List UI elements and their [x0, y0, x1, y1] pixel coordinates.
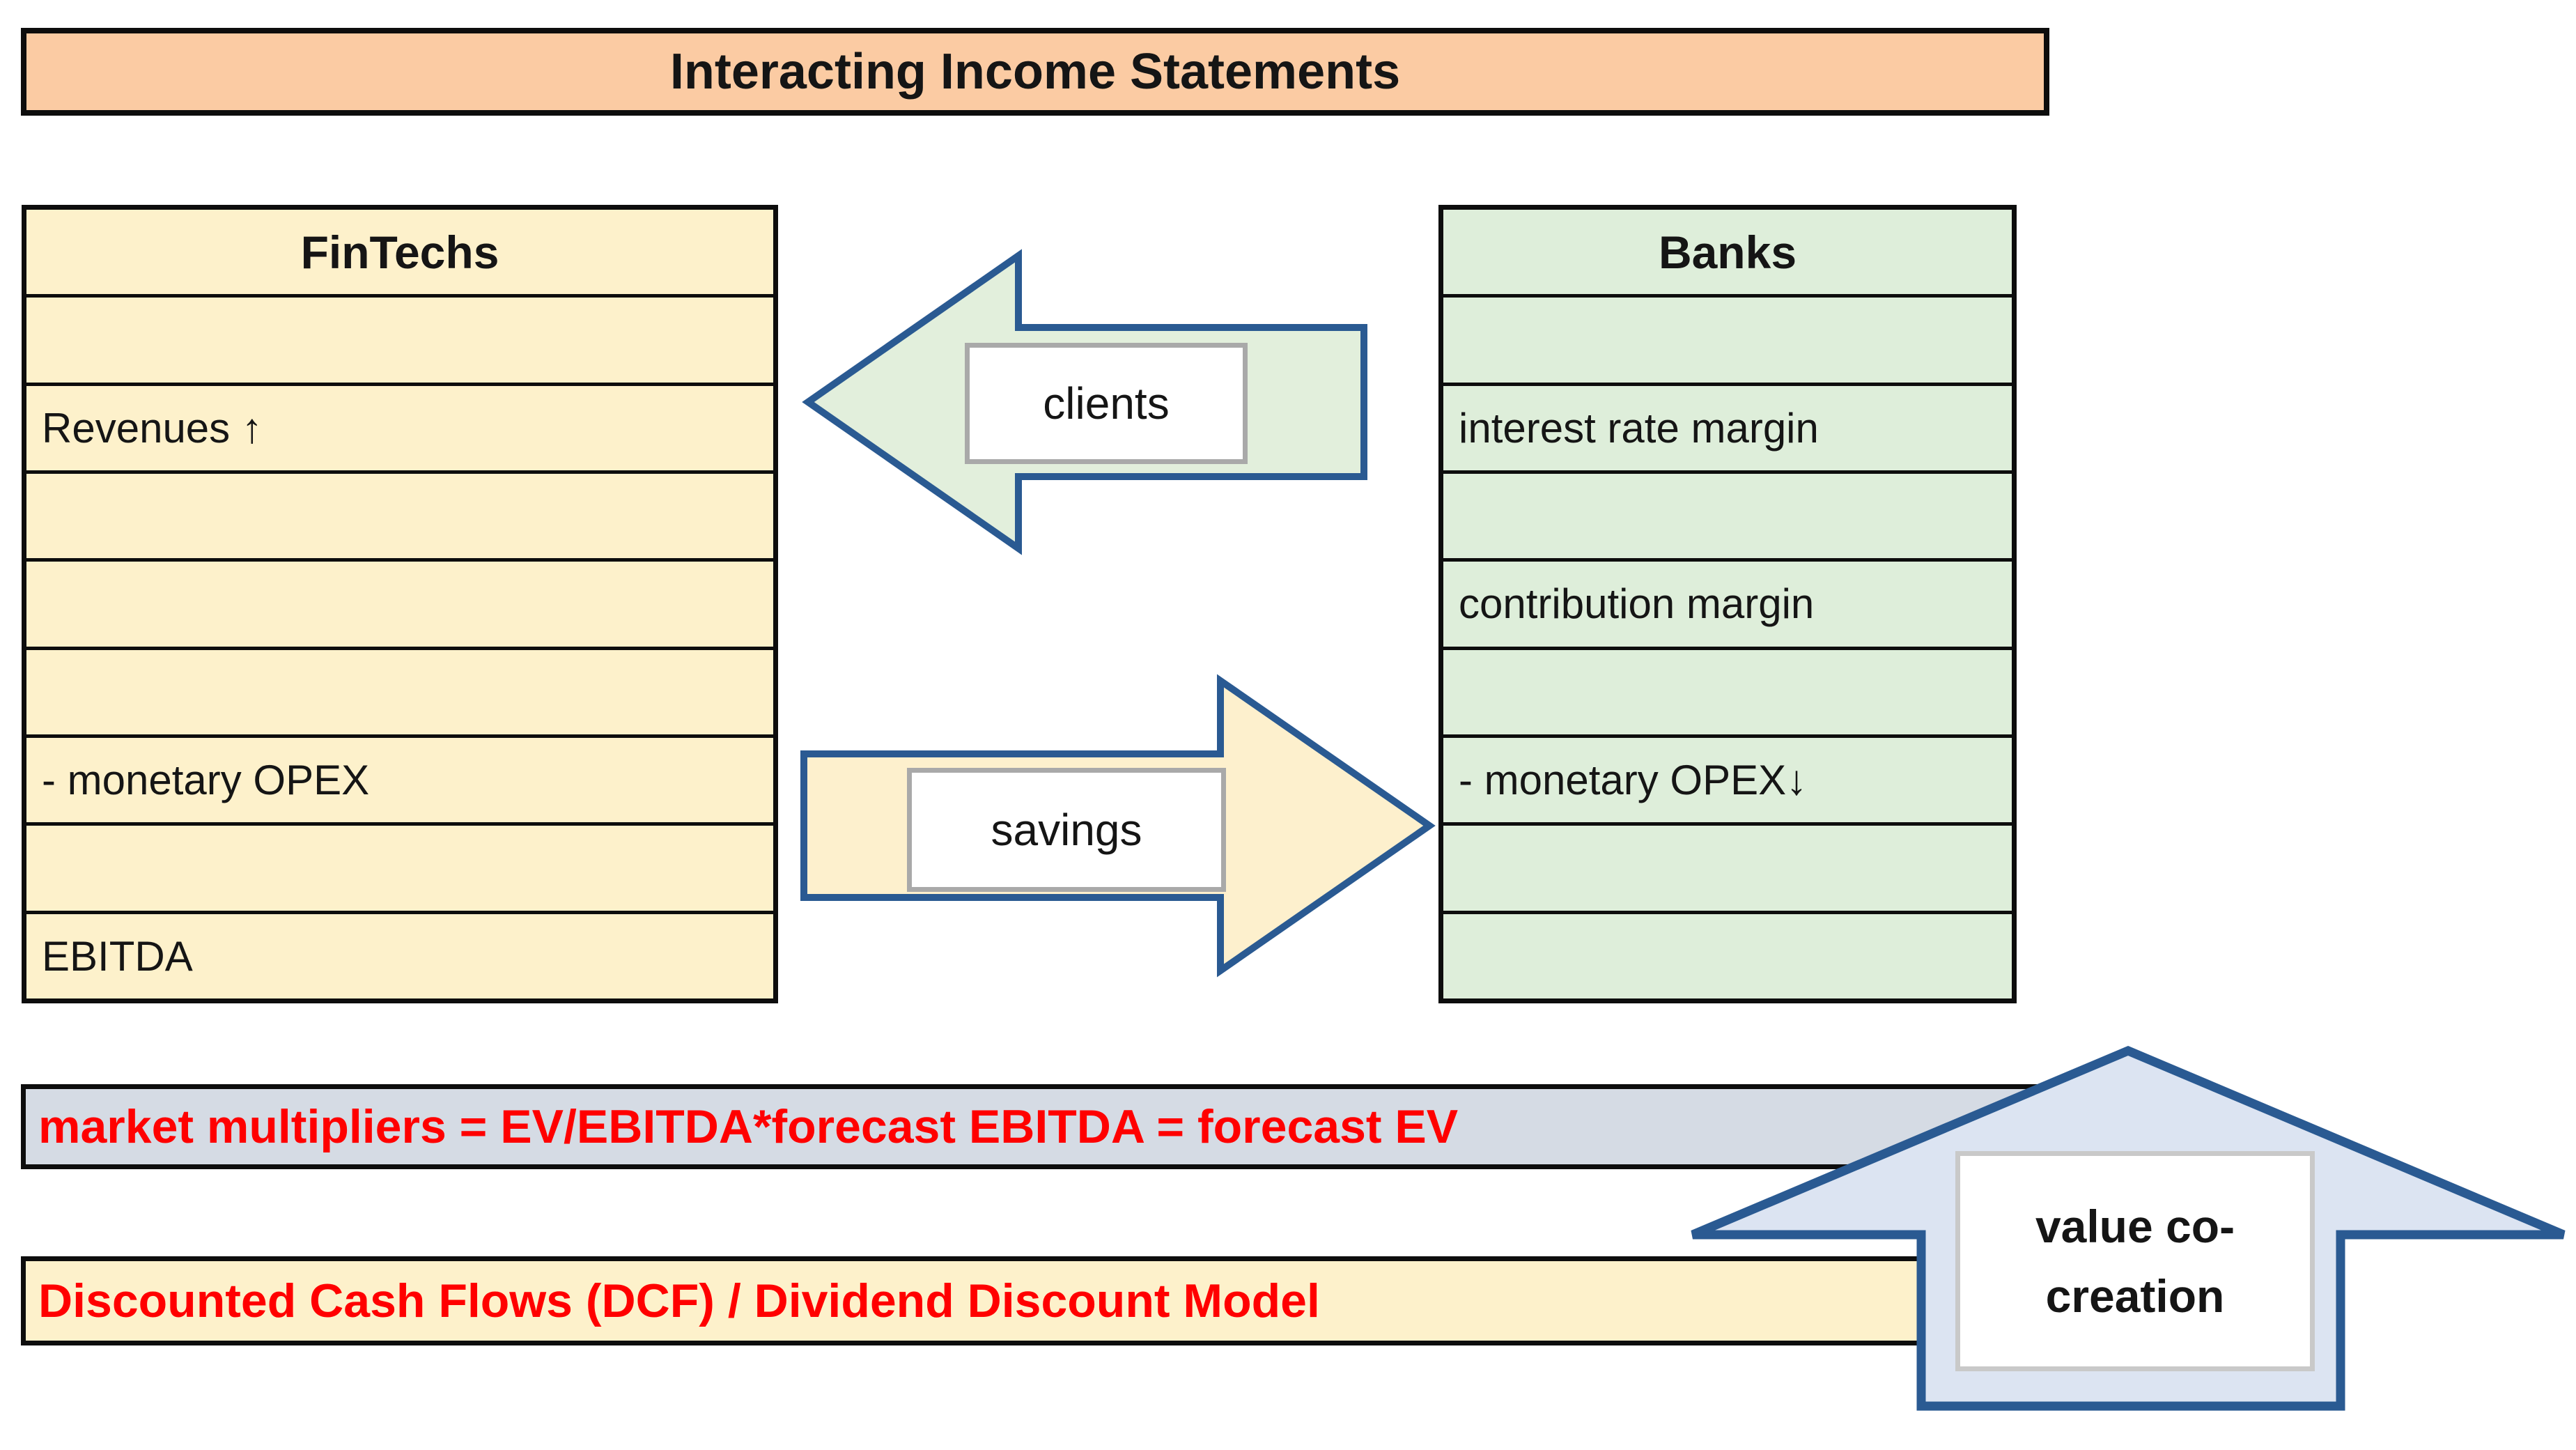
table-row — [1443, 298, 2012, 386]
fintechs-row-opex: - monetary OPEX — [26, 738, 773, 826]
value-cocreation-line1: value co- — [2035, 1201, 2235, 1252]
fintechs-row-revenues: Revenues ↑ — [26, 386, 773, 474]
banks-row-opex: - monetary OPEX↓ — [1443, 738, 2012, 826]
market-multipliers-text: market multipliers = EV/EBITDA*forecast … — [38, 1100, 1459, 1153]
dcf-text: Discounted Cash Flows (DCF) / Dividend D… — [38, 1274, 1320, 1327]
table-row — [26, 298, 773, 386]
savings-label-text: savings — [991, 805, 1142, 855]
table-row — [26, 650, 773, 738]
page-title: Interacting Income Statements — [669, 44, 1401, 100]
fintechs-table: FinTechs Revenues ↑ - monetary OPEX EBIT… — [22, 205, 778, 1003]
market-multipliers-bar: market multipliers = EV/EBITDA*forecast … — [21, 1084, 2049, 1169]
title-bar: Interacting Income Statements — [21, 28, 2049, 116]
table-row — [1443, 650, 2012, 738]
banks-header: Banks — [1443, 210, 2012, 298]
clients-label: clients — [965, 343, 1248, 464]
table-row — [26, 474, 773, 562]
value-cocreation-label: value co- creation — [1955, 1151, 2315, 1371]
table-row — [1443, 474, 2012, 562]
clients-label-text: clients — [1043, 378, 1170, 429]
banks-table: Banks interest rate margin contribution … — [1438, 205, 2017, 1003]
value-cocreation-line2: creation — [2045, 1270, 2225, 1322]
fintechs-row-ebitda: EBITDA — [42, 932, 193, 980]
banks-row-contribution-margin: contribution margin — [1443, 562, 2012, 650]
table-row — [1443, 826, 2012, 914]
savings-label: savings — [907, 768, 1226, 892]
table-row — [26, 562, 773, 650]
dcf-bar: Discounted Cash Flows (DCF) / Dividend D… — [21, 1256, 2020, 1345]
table-row — [26, 826, 773, 914]
banks-row-interest-margin: interest rate margin — [1443, 386, 2012, 474]
fintechs-header: FinTechs — [26, 210, 773, 298]
